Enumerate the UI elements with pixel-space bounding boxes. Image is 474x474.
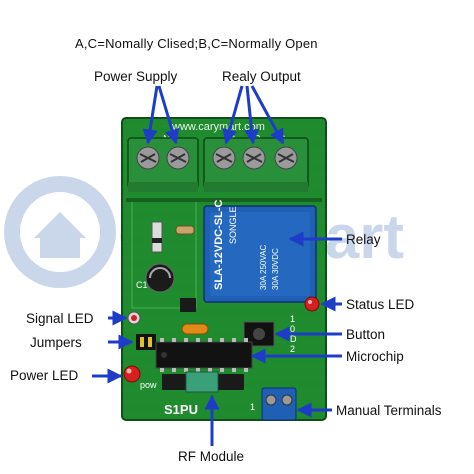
- screw-icon: [242, 146, 266, 170]
- screw-icon: [274, 146, 298, 170]
- arrow-relay-output-3: [250, 85, 285, 145]
- label-relay: Relay: [346, 232, 381, 247]
- arrow-power-supply-1: [142, 85, 159, 145]
- diode: [151, 221, 163, 253]
- side-mark: 0: [290, 324, 295, 334]
- side-mark: 1: [290, 314, 295, 324]
- screw-icon: [212, 146, 236, 170]
- microchip-ic: [155, 338, 253, 372]
- arrow-power-supply-2: [157, 85, 180, 145]
- side-mark: D: [290, 334, 297, 344]
- screw-icon: [136, 146, 160, 170]
- relay-component: SLA-12VDC-SL-C SONGLE 30A 250VAC 30A 30V…: [203, 199, 317, 303]
- relay-model: SLA-12VDC-SL-C: [213, 199, 225, 290]
- relay-terminal-block: [203, 137, 309, 192]
- label-power-led: Power LED: [10, 368, 79, 383]
- side-mark: 2: [290, 344, 295, 354]
- pcb-url: www.carymart.com: [171, 121, 265, 133]
- arrow-relay-output-1: [222, 85, 244, 145]
- power-text: pow: [140, 380, 157, 390]
- label-realy-output: Realy Output: [222, 69, 301, 84]
- push-button: [243, 321, 275, 347]
- relay-rating: 30A 30VDC: [271, 248, 280, 290]
- manual-mark: 1: [250, 402, 255, 412]
- power-terminal-block: [127, 137, 199, 192]
- relay-brand: SONGLE: [228, 206, 238, 244]
- status-led: [304, 296, 320, 312]
- label-rf-module: RF Module: [178, 449, 245, 464]
- power-led: pow: [123, 365, 157, 390]
- board-tag: S1PU: [164, 402, 198, 417]
- label-button: Button: [346, 327, 386, 342]
- relay-rating: 30A 250VAC: [259, 245, 268, 290]
- resistor: [175, 225, 195, 235]
- label-power-supply: Power Supply: [94, 69, 178, 84]
- label-status-led: Status LED: [346, 297, 415, 312]
- label-signal-led: Signal LED: [26, 311, 94, 326]
- label-manual-terminals: Manual Terminals: [336, 403, 442, 418]
- label-microchip: Microchip: [346, 349, 404, 364]
- side-marks: 1 0 D 2: [290, 314, 297, 354]
- screw-icon: [166, 146, 190, 170]
- capacitor: C1: [136, 263, 175, 293]
- note-text: A,C=Nomally Clised;B,C=Normally Open: [75, 36, 318, 51]
- manual-terminal-block: 1: [250, 387, 297, 421]
- signal-led: [127, 311, 141, 325]
- rf-module: S1PU: [162, 371, 244, 417]
- arrow-relay-output-2: [244, 85, 260, 145]
- callout-arrows: [92, 85, 342, 446]
- label-jumpers: Jumpers: [30, 335, 82, 350]
- capacitor-label: C1: [136, 280, 148, 290]
- house-icon: [34, 212, 86, 258]
- transistor: [180, 298, 196, 312]
- watermark-ring: [4, 176, 116, 288]
- ceramic-cap: [181, 323, 209, 335]
- jumpers: [136, 334, 156, 350]
